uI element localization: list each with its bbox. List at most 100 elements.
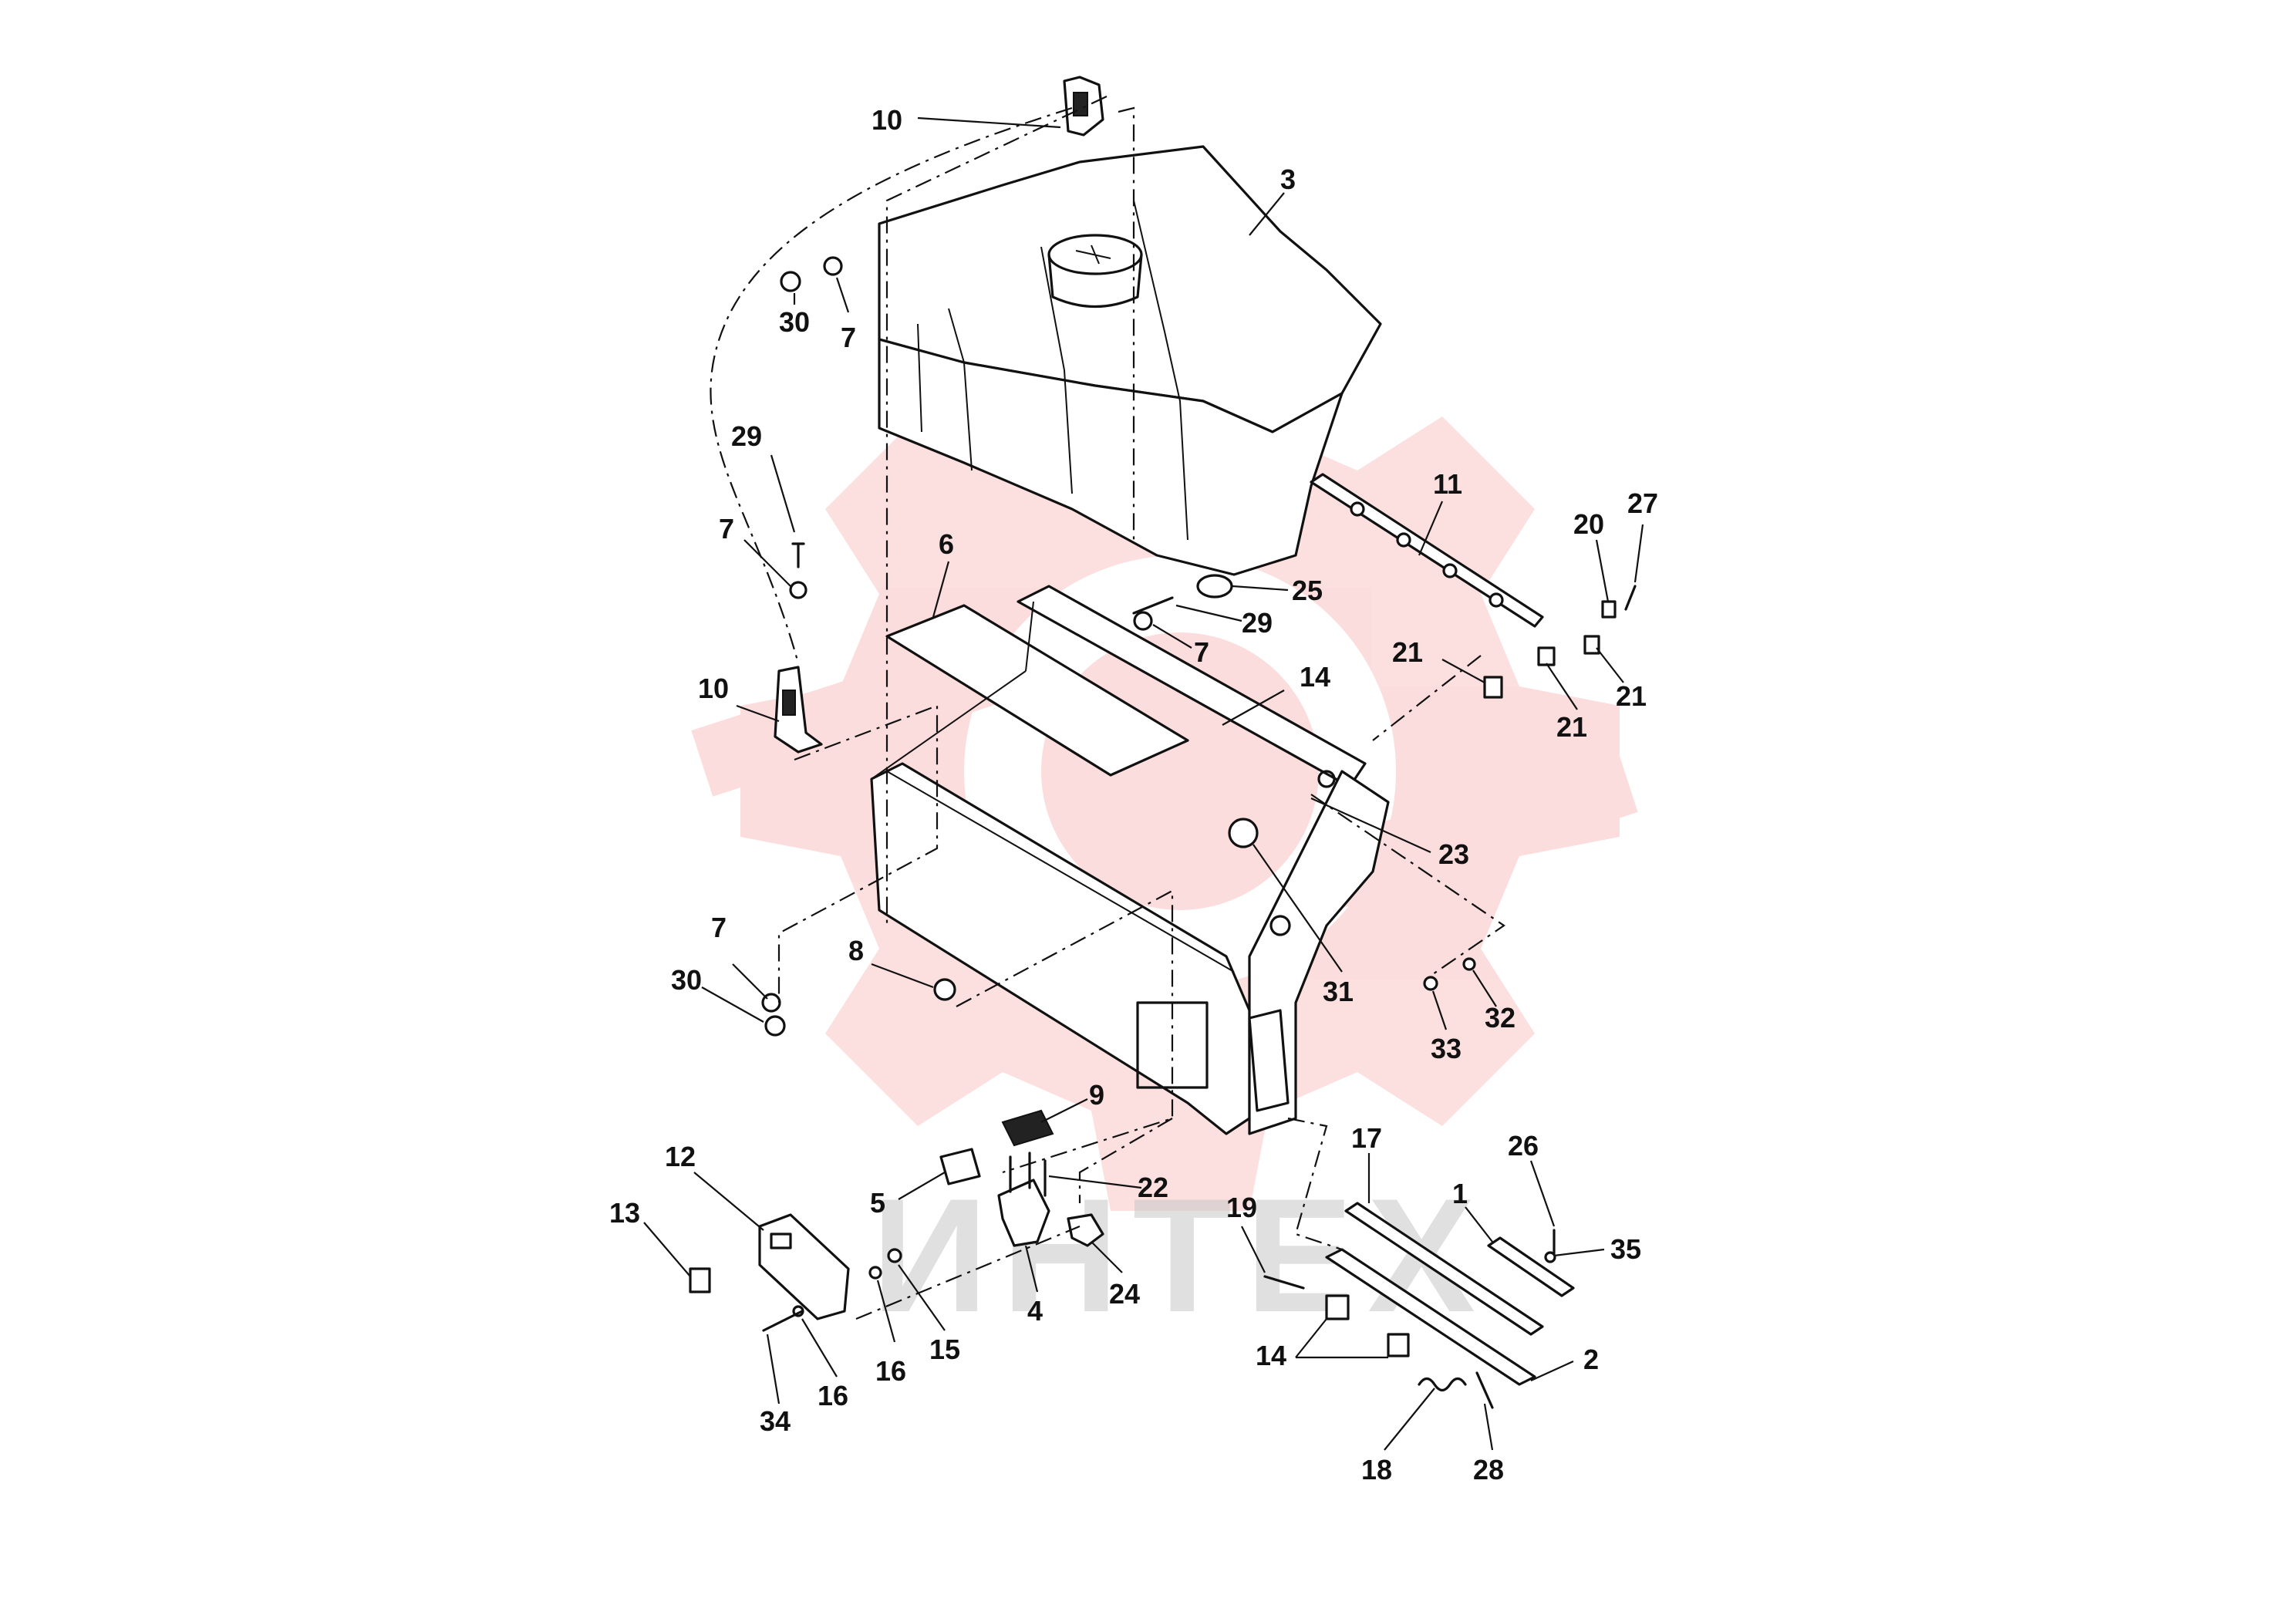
tank-rib-2 — [1133, 200, 1188, 541]
assembly-line-1 — [1118, 106, 1135, 540]
leader-7d — [732, 963, 768, 1000]
callout-9: 9 — [1089, 1079, 1104, 1111]
callout-7d: 7 — [711, 912, 727, 943]
part-clamp-20 — [1601, 600, 1617, 619]
leader-21c — [1546, 663, 1578, 710]
watermark-band-left — [691, 630, 1021, 797]
callout-24: 24 — [1109, 1278, 1140, 1310]
part-clamp-21b — [1537, 646, 1556, 666]
callout-7a: 7 — [841, 322, 856, 353]
callout-14a: 14 — [1300, 661, 1330, 693]
callout-2: 2 — [1583, 1344, 1599, 1375]
callout-21a: 21 — [1392, 636, 1423, 668]
assembly-line-4 — [777, 704, 939, 1003]
callout-29a: 29 — [731, 420, 762, 452]
tank-cap-handle — [1075, 244, 1111, 265]
part-washer-33 — [1423, 976, 1438, 991]
callout-16a: 16 — [875, 1355, 906, 1387]
frame-hinge — [1248, 1009, 1290, 1112]
callout-10a: 10 — [872, 104, 902, 136]
part-block-14a — [1325, 1294, 1350, 1320]
assembly-line-3 — [710, 106, 1073, 664]
leader-33 — [1431, 990, 1448, 1030]
callout-35: 35 — [1610, 1233, 1641, 1265]
assembly-line-9 — [1287, 1117, 1343, 1251]
leader-32 — [1472, 969, 1497, 1007]
leader-29b — [1175, 604, 1242, 622]
leader-7a — [835, 277, 850, 313]
nozzle-2 — [1396, 532, 1411, 548]
callout-33: 33 — [1431, 1033, 1462, 1064]
callout-18: 18 — [1361, 1454, 1392, 1485]
part-bolt-29a — [791, 542, 805, 568]
part-nut-8 — [933, 978, 956, 1001]
leader-34 — [766, 1334, 781, 1404]
part-washer-7a — [823, 256, 843, 276]
leader-29a — [770, 454, 796, 533]
leader-35 — [1553, 1248, 1605, 1257]
leader-14b — [1295, 1318, 1388, 1359]
part-spring-18 — [1418, 1377, 1467, 1392]
callout-labels: 10 3 30 7 29 7 6 10 11 20 27 25 29 7 21 … — [609, 104, 1658, 1485]
callout-26: 26 — [1508, 1130, 1539, 1162]
part-block-14b — [1387, 1333, 1410, 1357]
part-clip-13 — [689, 1267, 711, 1293]
bracket-left-slot — [782, 690, 796, 716]
leader-28 — [1483, 1403, 1494, 1451]
leader-7c — [1152, 624, 1192, 649]
callout-3: 3 — [1280, 164, 1296, 195]
nozzle-1 — [1350, 501, 1365, 517]
callout-32: 32 — [1485, 1002, 1515, 1034]
part-spray-boom — [1310, 473, 1544, 628]
leader-5 — [898, 1172, 946, 1200]
callout-20: 20 — [1573, 508, 1604, 540]
watermark-text: ИНТЕХ — [872, 1165, 1489, 1346]
part-bolt-34 — [762, 1310, 804, 1332]
part-fitting-25 — [1196, 574, 1233, 599]
callout-27: 27 — [1627, 487, 1658, 519]
part-washer-7c — [1133, 611, 1153, 631]
assembly-line-7 — [1078, 1118, 1173, 1203]
part-clamp-21a — [1483, 676, 1503, 699]
callout-7c: 7 — [1194, 636, 1209, 668]
assembly-line-10 — [1372, 655, 1482, 741]
part-elbow-24 — [1067, 1213, 1104, 1247]
leader-31 — [1253, 844, 1343, 973]
watermark-gear-outer — [740, 332, 1620, 1211]
callout-14b: 14 — [1256, 1340, 1286, 1371]
part-bracket-left — [774, 666, 823, 754]
part-washer-32 — [1462, 957, 1476, 971]
leader-7b — [743, 539, 791, 587]
part-rail-17 — [1344, 1202, 1544, 1336]
leader-24 — [1091, 1241, 1123, 1273]
callout-10b: 10 — [698, 673, 729, 704]
callout-19: 19 — [1226, 1192, 1257, 1223]
leader-16a — [876, 1280, 896, 1343]
part-bolt-29b — [1132, 596, 1174, 615]
leader-3 — [1249, 192, 1285, 236]
callout-29b: 29 — [1242, 607, 1273, 639]
frame-hole-1 — [1317, 770, 1336, 788]
part-cover-12 — [758, 1213, 850, 1320]
frame-top-rail — [1017, 585, 1367, 788]
leader-10a — [917, 116, 1061, 129]
part-washer-15 — [887, 1248, 902, 1263]
callout-30a: 30 — [779, 306, 810, 338]
leader-4 — [1024, 1245, 1039, 1293]
part-pad-9 — [1001, 1109, 1054, 1147]
callout-8: 8 — [848, 935, 864, 966]
part-washer-16a — [868, 1266, 882, 1280]
watermark-band-right — [1308, 746, 1638, 912]
boom-tube — [1310, 473, 1544, 628]
leader-27 — [1633, 524, 1644, 583]
callout-16b: 16 — [818, 1380, 848, 1411]
part-bolt-19 — [1263, 1275, 1305, 1290]
part-studs-22 — [1009, 1152, 1047, 1197]
callout-25: 25 — [1292, 575, 1323, 606]
callout-31: 31 — [1323, 976, 1354, 1007]
part-grommet-31 — [1228, 818, 1259, 848]
assembly-line-8 — [855, 1225, 1081, 1320]
callout-1: 1 — [1452, 1178, 1468, 1209]
cover-12-slot — [770, 1233, 792, 1249]
leader-22 — [1048, 1175, 1142, 1189]
